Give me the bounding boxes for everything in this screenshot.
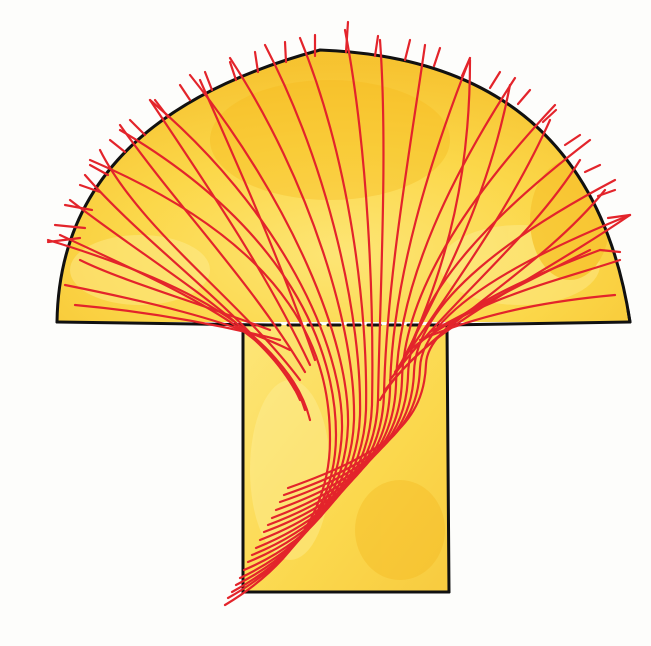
cap-right-tip <box>628 310 630 322</box>
cap-underside-right <box>444 322 630 325</box>
stem-right-edge <box>447 325 449 592</box>
